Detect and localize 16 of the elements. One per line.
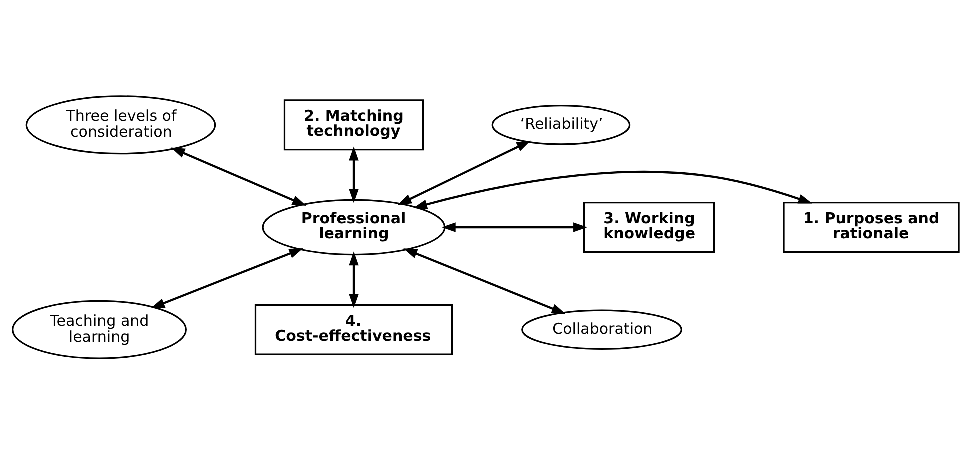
node-ellipse: Teaching and learning — [12, 300, 187, 359]
node-ellipse: Three levels of consideration — [26, 95, 216, 154]
arrow — [398, 140, 531, 205]
arrow — [349, 251, 359, 308]
arrow — [404, 248, 566, 314]
arrow — [413, 170, 813, 209]
arrow — [150, 248, 304, 308]
arrow — [442, 222, 588, 232]
node-box: 4. Cost-effectiveness — [254, 304, 454, 355]
node-box: 3. Working knowledge — [584, 202, 716, 252]
arrow — [349, 146, 359, 203]
arrow — [171, 147, 306, 206]
node-box: 2. Matching technology — [284, 99, 424, 150]
node-ellipse: Collaboration — [522, 309, 682, 350]
node-ellipse: ‘Reliability’ — [492, 104, 631, 145]
node-box: 1. Purposes and rationale — [783, 202, 960, 252]
